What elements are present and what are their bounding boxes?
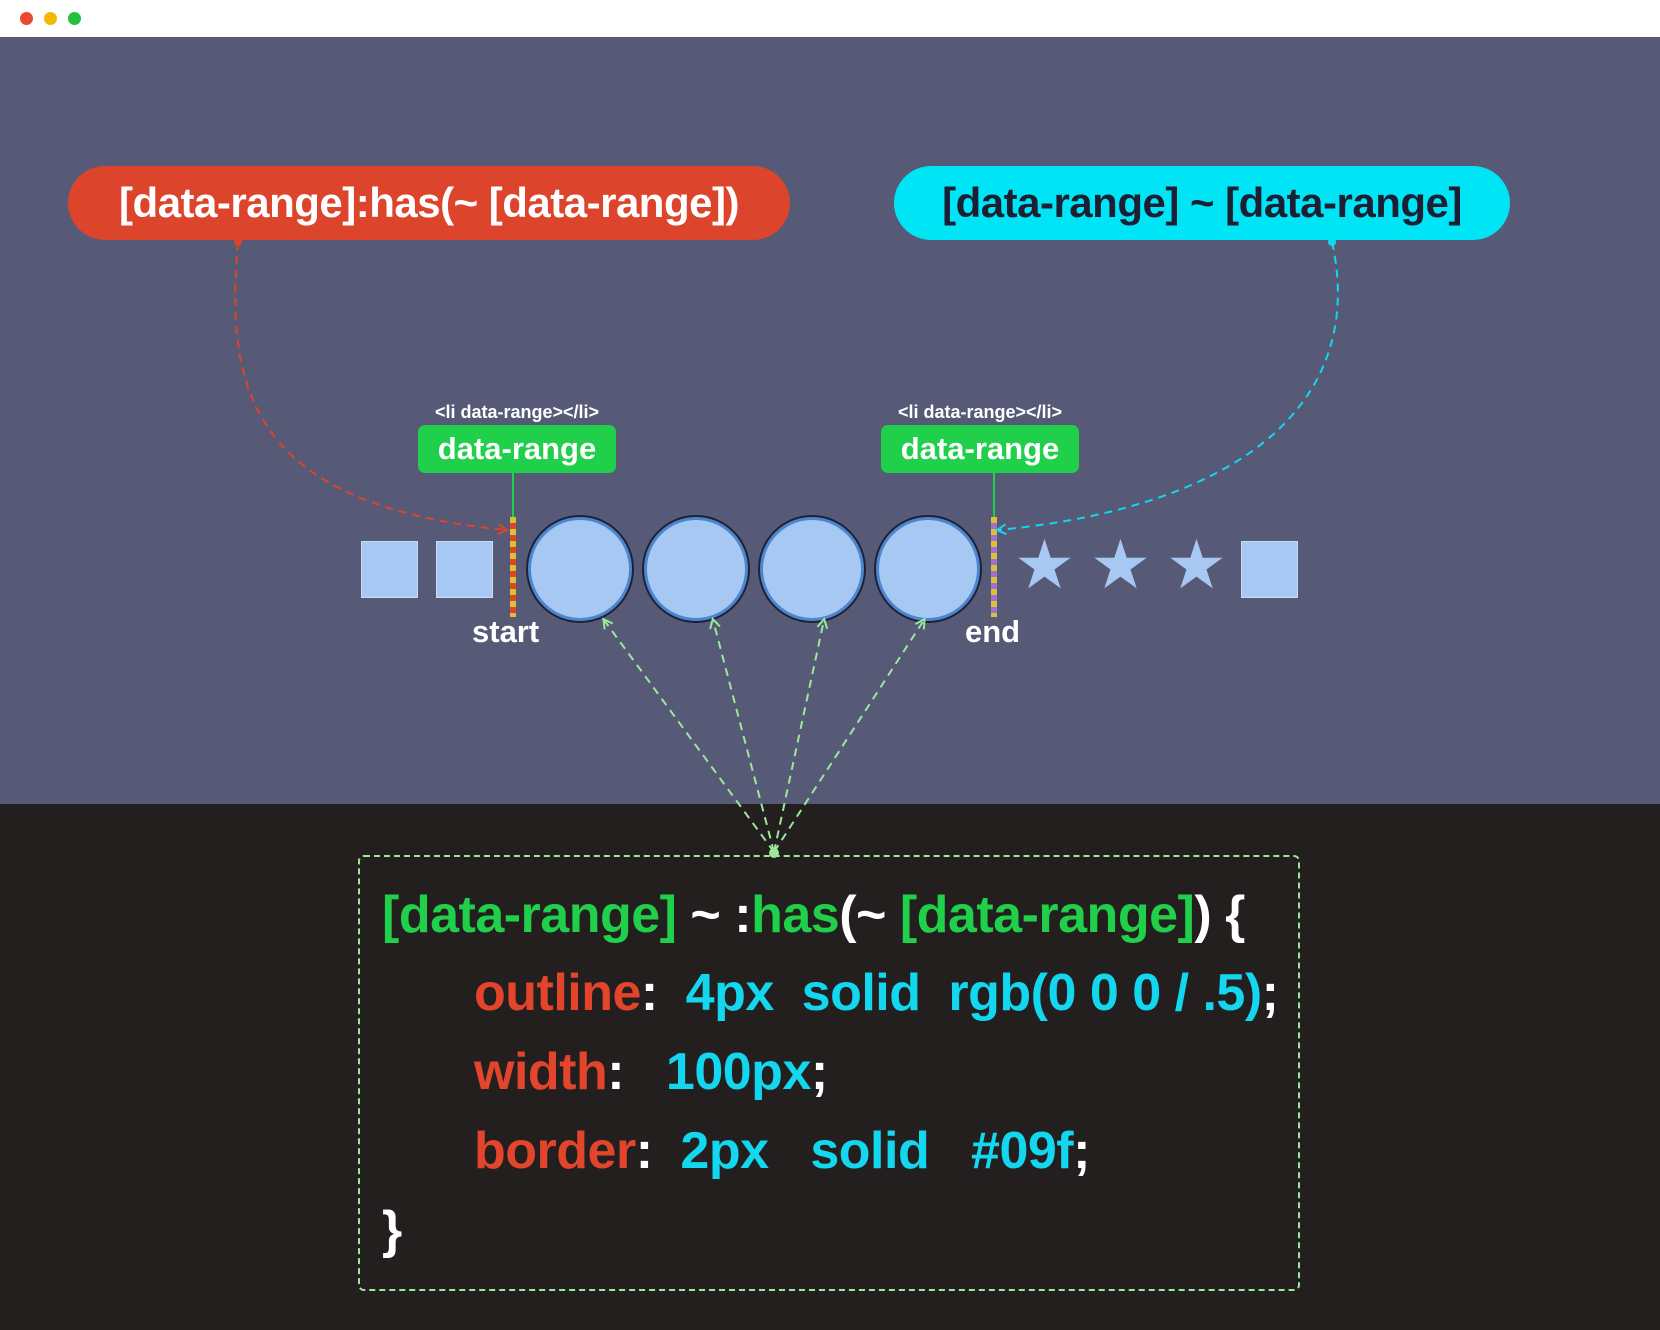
code-panel xyxy=(0,804,1660,1330)
code-property: outline xyxy=(474,964,641,1022)
close-window-button[interactable] xyxy=(20,12,33,25)
code-gap xyxy=(624,1043,666,1101)
sibling-selector-pill: [data-range] ~ [data-range] xyxy=(894,166,1510,240)
code-property: border xyxy=(474,1122,636,1180)
code-inner-combinator: ~ xyxy=(856,886,900,944)
code-paren-close: ) xyxy=(1194,886,1212,944)
code-value: 4px solid rgb(0 0 0 / .5) xyxy=(685,964,1263,1022)
code-brace-close: } xyxy=(382,1201,402,1259)
end-range-marker xyxy=(991,517,997,617)
star-icon: ★ xyxy=(1166,526,1227,605)
window-titlebar xyxy=(0,0,1660,38)
circle-icon xyxy=(528,517,632,621)
code-declaration-outline: outline: 4px solid rgb(0 0 0 / .5); xyxy=(474,963,1279,1023)
minimize-window-button[interactable] xyxy=(44,12,57,25)
has-selector-pill: [data-range]:has(~ [data-range]) xyxy=(68,166,790,240)
code-property: width xyxy=(474,1043,608,1101)
code-declaration-border: border: 2px solid #09f; xyxy=(474,1121,1090,1181)
square-icon xyxy=(361,541,418,598)
end-data-range-tag: data-range xyxy=(881,425,1079,473)
code-colon: : xyxy=(640,964,658,1022)
code-selector-a: [data-range] xyxy=(382,886,677,944)
star-icon: ★ xyxy=(1014,526,1075,605)
code-value: 100px xyxy=(665,1043,811,1101)
square-icon xyxy=(1241,541,1298,598)
start-range-marker xyxy=(510,517,516,617)
code-selector-b: [data-range] xyxy=(899,886,1195,944)
code-value: 2px solid #09f xyxy=(680,1122,1074,1180)
code-declaration-width: width: 100px; xyxy=(474,1042,828,1102)
code-colon: : xyxy=(607,1043,625,1101)
code-combinator: ~ xyxy=(676,886,735,944)
code-block xyxy=(358,855,1300,1291)
circle-icon xyxy=(760,517,864,621)
code-pseudo-colon: : xyxy=(734,886,752,944)
end-li-markup: <li data-range></li> xyxy=(897,402,1063,422)
code-brace-open: { xyxy=(1211,886,1245,944)
code-semicolon: ; xyxy=(1261,964,1279,1022)
square-icon xyxy=(436,541,493,598)
start-li-markup: <li data-range></li> xyxy=(434,402,600,422)
code-gap xyxy=(658,964,686,1022)
diagram-panel xyxy=(0,37,1660,804)
start-label: start xyxy=(472,614,540,649)
end-label: end xyxy=(965,614,1021,649)
code-colon: : xyxy=(635,1122,653,1180)
code-semicolon: ; xyxy=(810,1043,828,1101)
code-paren-open: ( xyxy=(839,886,857,944)
circle-icon xyxy=(876,517,980,621)
start-data-range-tag: data-range xyxy=(418,425,616,473)
circle-icon xyxy=(644,517,748,621)
maximize-window-button[interactable] xyxy=(68,12,81,25)
code-semicolon: ; xyxy=(1073,1122,1090,1180)
code-pseudo: has xyxy=(751,886,840,944)
code-gap xyxy=(653,1122,681,1180)
code-selector-line: [data-range] ~ :has(~ [data-range]) { xyxy=(382,885,1245,945)
star-icon: ★ xyxy=(1090,526,1151,605)
